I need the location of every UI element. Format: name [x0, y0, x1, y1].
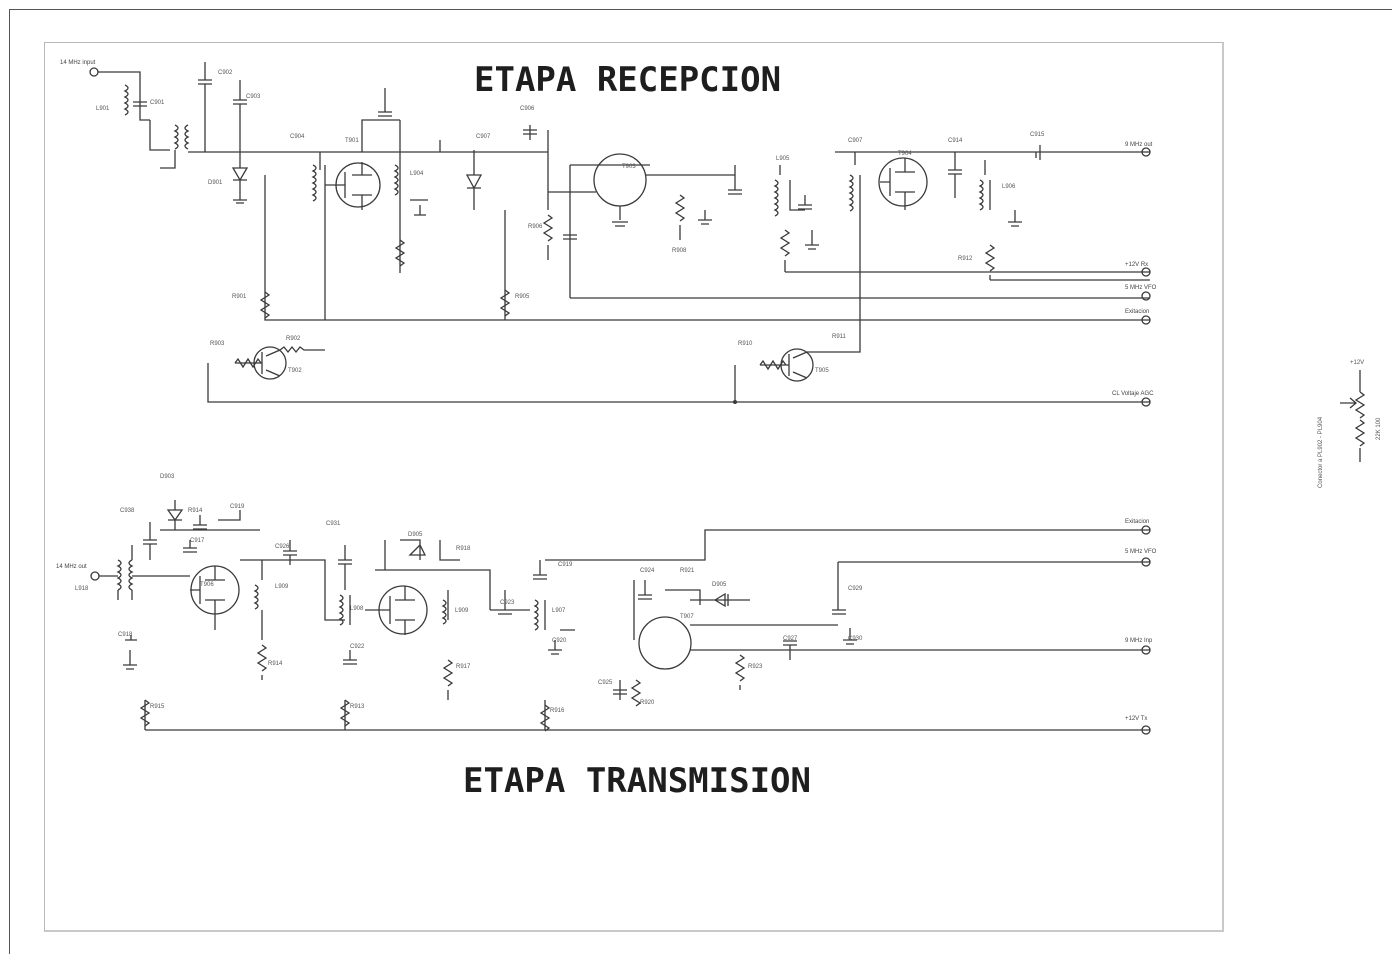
svg-text:C929: C929: [848, 586, 863, 592]
svg-text:R911: R911: [832, 334, 847, 340]
svg-text:D905: D905: [712, 582, 727, 588]
side-voltage-label: +12V: [1350, 360, 1364, 366]
svg-text:C919: C919: [230, 504, 245, 510]
svg-text:T907: T907: [680, 614, 694, 620]
svg-text:C931: C931: [326, 521, 341, 527]
svg-text:R914: R914: [268, 661, 283, 667]
svg-text:L909: L909: [455, 608, 469, 614]
svg-text:L918: L918: [75, 586, 89, 592]
svg-text:R910: R910: [738, 341, 753, 347]
svg-text:C919: C919: [558, 562, 573, 568]
port-5mhz-vfo-tx[interactable]: [1141, 557, 1151, 567]
tx-input-label: 14 MHz out: [56, 564, 87, 570]
port-exitacion-tx[interactable]: [1141, 525, 1151, 535]
svg-text:C938: C938: [120, 508, 135, 514]
svg-text:T903: T903: [622, 164, 636, 170]
svg-text:T902: T902: [288, 368, 302, 374]
svg-text:R912: R912: [958, 256, 973, 262]
svg-text:L901: L901: [96, 106, 110, 112]
svg-text:R921: R921: [680, 568, 695, 574]
port-exitacion-rx-label: Exitacion: [1125, 309, 1149, 315]
svg-text:C906: C906: [520, 106, 535, 112]
port-12v-tx[interactable]: [1141, 725, 1151, 735]
port-5mhz-vfo-rx-label: 5 MHz VFO: [1125, 285, 1157, 291]
port-exitacion-rx[interactable]: [1141, 315, 1151, 325]
mixer-ic: [593, 153, 647, 207]
svg-text:R923: R923: [748, 664, 763, 670]
svg-text:R915: R915: [150, 704, 165, 710]
rx-input-label: 14 MHz input: [60, 60, 96, 66]
svg-text:T904: T904: [898, 151, 912, 157]
transistor-q2: [878, 157, 928, 207]
svg-text:C914: C914: [948, 138, 963, 144]
svg-text:C925: C925: [598, 680, 613, 686]
input-port-rx[interactable]: [89, 67, 99, 77]
port-9mhz-out[interactable]: [1141, 147, 1151, 157]
svg-text:C922: C922: [350, 644, 365, 650]
svg-text:22K 100: 22K 100: [1376, 417, 1382, 440]
port-9mhz-out-label: 9 MHz out: [1125, 142, 1153, 148]
document-frame: [9, 9, 1392, 954]
svg-text:C926: C926: [275, 544, 290, 550]
svg-text:L906: L906: [1002, 184, 1016, 190]
svg-text:D901: D901: [208, 180, 223, 186]
svg-text:D905: D905: [408, 532, 423, 538]
svg-text:C902: C902: [218, 70, 233, 76]
title-transmision: ETAPA TRANSMISION: [463, 761, 811, 801]
svg-text:R913: R913: [350, 704, 365, 710]
side-connector-detail: Conector a PL902 - PL904 +12V 22K 100: [1318, 360, 1382, 488]
port-5mhz-vfo-rx[interactable]: [1141, 291, 1151, 301]
port-12v-rx-label: +12V Rx: [1125, 262, 1148, 268]
svg-text:C901: C901: [150, 100, 165, 106]
port-agc[interactable]: [1141, 397, 1151, 407]
svg-text:D903: D903: [160, 474, 175, 480]
port-9mhz-inp[interactable]: [1141, 645, 1151, 655]
svg-text:R903: R903: [210, 341, 225, 347]
title-recepcion: ETAPA RECEPCION: [474, 60, 781, 100]
svg-text:R902: R902: [286, 336, 301, 342]
port-12v-tx-label: +12V Tx: [1125, 716, 1147, 722]
port-exitacion-tx-label: Exitacion: [1125, 519, 1149, 525]
port-agc-label: CL Voltaje AGC: [1112, 391, 1154, 397]
svg-text:L907: L907: [552, 608, 566, 614]
svg-text:R917: R917: [456, 664, 471, 670]
svg-text:C927: C927: [783, 636, 798, 642]
svg-text:C924: C924: [640, 568, 655, 574]
svg-text:T901: T901: [345, 138, 359, 144]
input-port-tx[interactable]: [90, 571, 100, 581]
svg-text:C918: C918: [118, 632, 133, 638]
svg-text:R914: R914: [188, 508, 203, 514]
svg-text:R906: R906: [528, 224, 543, 230]
svg-text:L908: L908: [350, 606, 364, 612]
port-5mhz-vfo-tx-label: 5 MHz VFO: [1125, 549, 1157, 555]
svg-text:C915: C915: [1030, 132, 1045, 138]
svg-text:R920: R920: [640, 700, 655, 706]
reception-circuit: 14 MHz input: [60, 60, 1157, 407]
svg-text:C907: C907: [476, 134, 491, 140]
svg-text:R916: R916: [550, 708, 565, 714]
svg-text:C903: C903: [246, 94, 261, 100]
svg-text:C923: C923: [500, 600, 515, 606]
port-12v-rx[interactable]: [1141, 267, 1151, 277]
side-connector-label: Conector a PL902 - PL904: [1318, 416, 1324, 488]
svg-text:L904: L904: [410, 171, 424, 177]
svg-text:R918: R918: [456, 546, 471, 552]
svg-text:R908: R908: [672, 248, 687, 254]
svg-text:C904: C904: [290, 134, 305, 140]
svg-text:T906: T906: [200, 582, 214, 588]
port-9mhz-inp-label: 9 MHz Inp: [1125, 638, 1153, 644]
mixer-tx-ic: [638, 616, 692, 670]
svg-text:T905: T905: [815, 368, 829, 374]
svg-text:C917: C917: [190, 538, 205, 544]
svg-text:R905: R905: [515, 294, 530, 300]
svg-text:L905: L905: [776, 156, 790, 162]
svg-text:L909: L909: [275, 584, 289, 590]
svg-text:C930: C930: [848, 636, 863, 642]
svg-text:C907: C907: [848, 138, 863, 144]
transmission-circuit: 14 MHz out: [56, 474, 1157, 735]
svg-text:C920: C920: [552, 638, 567, 644]
svg-text:R901: R901: [232, 294, 247, 300]
schematic-sheet: [44, 42, 1224, 932]
